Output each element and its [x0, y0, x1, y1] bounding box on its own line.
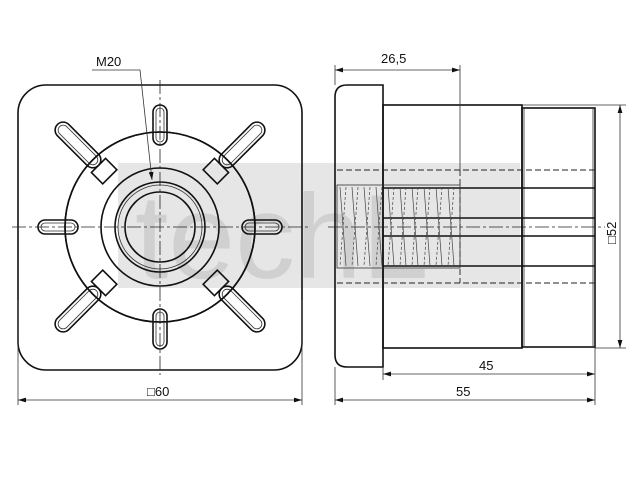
- thread-label: M20: [96, 54, 121, 69]
- front-view: M20 □60: [12, 54, 308, 405]
- front-width-label: □60: [147, 384, 169, 399]
- spring-thread: [339, 186, 455, 267]
- side-view: 26,5 45 55 □52: [328, 51, 626, 405]
- insert-size-label: □52: [604, 222, 619, 244]
- total-length-label: 55: [456, 384, 470, 399]
- body-length-label: 45: [479, 358, 493, 373]
- watermark-text: techL: [135, 170, 429, 304]
- flange-depth-label: 26,5: [381, 51, 406, 66]
